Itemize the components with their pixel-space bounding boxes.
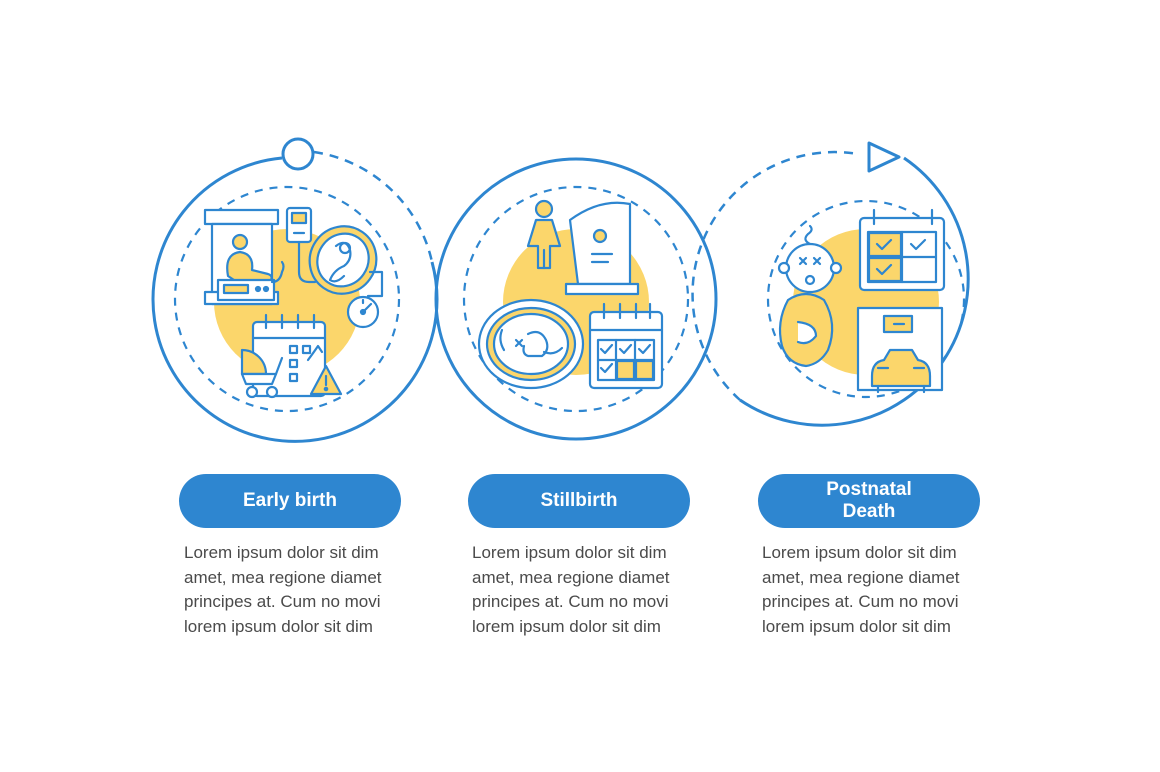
- outer-ring-dashed: [313, 150, 434, 263]
- gauge-icon: [346, 295, 380, 329]
- step-description-1: Lorem ipsum dolor sit dim amet, mea regi…: [184, 543, 382, 636]
- warning-icon: [309, 364, 343, 396]
- step-description-3: Lorem ipsum dolor sit dim amet, mea regi…: [762, 543, 960, 636]
- step-label-stillbirth: Stillbirth: [468, 474, 690, 528]
- step-label-early-birth: Early birth: [179, 474, 401, 528]
- end-arrow-icon: [867, 141, 901, 173]
- calendar-icon: [588, 302, 664, 390]
- step-description-2: Lorem ipsum dolor sit dim amet, mea regi…: [472, 543, 670, 636]
- gravestone-icon: [564, 201, 640, 296]
- hearse-icon: [856, 306, 944, 394]
- step-circle-1: [151, 137, 439, 443]
- calendar-icon: [858, 208, 946, 292]
- fetus-xray-icon: [477, 298, 585, 390]
- start-node-icon: [281, 137, 315, 171]
- outer-ring-solid: [151, 156, 439, 443]
- step-label-postnatal-death: Postnatal Death: [758, 474, 980, 528]
- inner-ring-3: [766, 199, 966, 399]
- baby-icon: [777, 224, 843, 368]
- woman-icon: [526, 199, 562, 270]
- monitor-icon: [285, 206, 317, 284]
- fetus-icon: [308, 225, 384, 298]
- outer-ring-dashed: [691, 150, 859, 401]
- step-circle-2: [434, 157, 718, 441]
- stroller-icon: [240, 348, 284, 399]
- inner-ring-2: [462, 185, 690, 413]
- incubator-icon: [203, 208, 285, 306]
- inner-ring-1: [173, 185, 401, 413]
